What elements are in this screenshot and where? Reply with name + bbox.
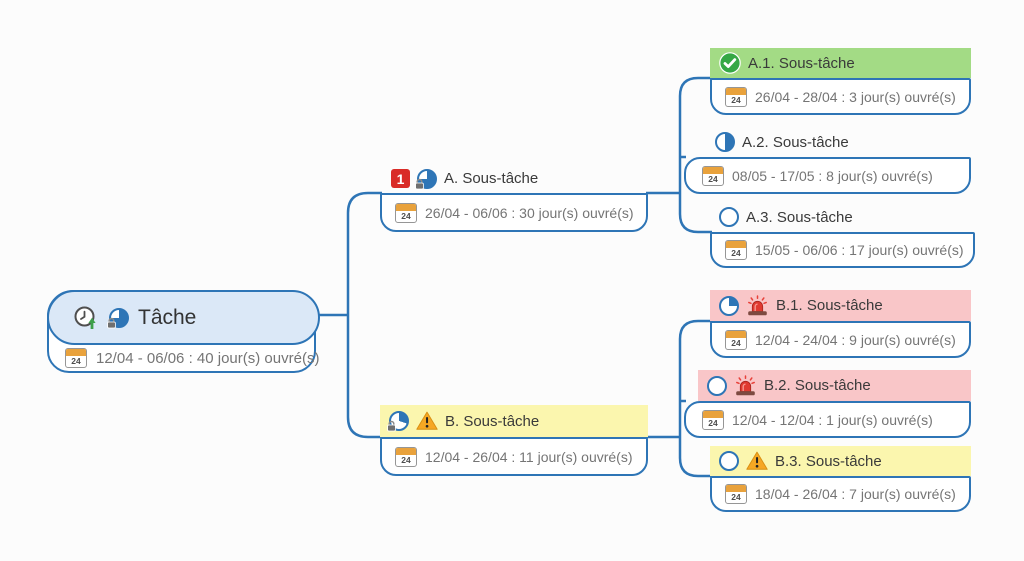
task-b1-date-label: 12/04 - 24/04 : 9 jour(s) ouvré(s) xyxy=(755,331,956,348)
task-b2-title-row[interactable]: B.2. Sous-tâche xyxy=(698,370,971,401)
task-a3-date-label: 15/05 - 06/06 : 17 jour(s) ouvré(s) xyxy=(755,242,964,258)
warning-icon[interactable] xyxy=(746,451,768,471)
root-task-title: Tâche xyxy=(138,305,197,329)
lock-icon xyxy=(387,420,396,432)
progress-50-icon[interactable] xyxy=(715,132,735,152)
calendar-header xyxy=(726,87,746,95)
connector-a-bracket xyxy=(678,76,712,234)
calendar-icon: 24 xyxy=(725,240,747,260)
calendar-header xyxy=(66,349,86,356)
task-a2-title: A.2. Sous-tâche xyxy=(742,133,849,151)
progress-0-icon[interactable] xyxy=(707,375,727,396)
connector-root-bracket xyxy=(346,191,382,439)
calendar-icon: 24 xyxy=(395,202,417,223)
task-b2-title: B.2. Sous-tâche xyxy=(764,377,871,394)
task-b3-title: B.3. Sous-tâche xyxy=(775,452,882,470)
task-b2-dates[interactable]: 24 12/04 - 12/04 : 1 jour(s) ouvré(s) xyxy=(684,401,971,438)
priority-1-icon[interactable]: 1 xyxy=(391,169,410,188)
task-b3-date-label: 18/04 - 26/04 : 7 jour(s) ouvré(s) xyxy=(755,486,956,502)
check-circle-icon[interactable] xyxy=(719,52,741,74)
calendar-day-label: 24 xyxy=(731,94,741,105)
task-a3-dates[interactable]: 24 15/05 - 06/06 : 17 jour(s) ouvré(s) xyxy=(710,232,975,268)
task-a-title: A. Sous-tâche xyxy=(444,170,539,187)
task-a1-dates[interactable]: 24 26/04 - 28/04 : 3 jour(s) ouvré(s) xyxy=(710,78,971,115)
task-a1-title-row[interactable]: A.1. Sous-tâche xyxy=(710,48,971,78)
task-a2-dates[interactable]: 24 08/05 - 17/05 : 8 jour(s) ouvré(s) xyxy=(684,157,971,194)
task-a3-title-row[interactable]: A.3. Sous-tâche xyxy=(710,202,973,232)
task-a1-date-label: 26/04 - 28/04 : 3 jour(s) ouvré(s) xyxy=(755,88,956,105)
progress-75-locked-icon[interactable] xyxy=(415,168,437,189)
task-b1-title: B.1. Sous-tâche xyxy=(776,297,883,314)
calendar-header xyxy=(396,447,416,455)
root-task-dates[interactable]: 24 12/04 - 06/06 : 40 jour(s) ouvré(s) xyxy=(49,345,319,371)
calendar-day-label: 24 xyxy=(708,417,718,428)
lock-icon xyxy=(415,178,424,189)
calendar-header xyxy=(396,203,416,211)
progress-0-icon[interactable] xyxy=(719,451,739,471)
calendar-day-label: 24 xyxy=(731,248,741,258)
task-b-date-label: 12/04 - 26/04 : 11 jour(s) ouvré(s) xyxy=(425,448,633,465)
task-b3-dates[interactable]: 24 18/04 - 26/04 : 7 jour(s) ouvré(s) xyxy=(710,476,971,512)
task-b-title-row[interactable]: B. Sous-tâche xyxy=(380,405,648,437)
task-a1-title: A.1. Sous-tâche xyxy=(748,54,855,72)
task-a-date-label: 26/04 - 06/06 : 30 jour(s) ouvré(s) xyxy=(425,204,634,221)
calendar-day-label: 24 xyxy=(71,356,81,366)
progress-75-locked-icon[interactable] xyxy=(107,307,129,328)
warning-icon[interactable] xyxy=(416,411,438,431)
siren-icon[interactable] xyxy=(734,375,757,396)
calendar-header xyxy=(703,410,723,418)
progress-30-locked-icon[interactable] xyxy=(387,411,409,432)
root-task-title-row[interactable]: Tâche xyxy=(47,290,320,345)
calendar-icon: 24 xyxy=(702,165,724,186)
calendar-header xyxy=(726,241,746,248)
lock-icon xyxy=(107,317,116,328)
calendar-day-label: 24 xyxy=(731,492,741,502)
task-b-dates[interactable]: 24 12/04 - 26/04 : 11 jour(s) ouvré(s) xyxy=(380,437,648,476)
siren-icon[interactable] xyxy=(746,295,769,316)
task-b2-date-label: 12/04 - 12/04 : 1 jour(s) ouvré(s) xyxy=(732,411,933,428)
task-a2-date-label: 08/05 - 17/05 : 8 jour(s) ouvré(s) xyxy=(732,167,933,184)
task-a2-title-row[interactable]: A.2. Sous-tâche xyxy=(706,127,970,157)
calendar-day-label: 24 xyxy=(401,210,411,221)
task-b1-title-row[interactable]: B.1. Sous-tâche xyxy=(710,290,971,321)
calendar-day-label: 24 xyxy=(731,337,741,348)
calendar-day-label: 24 xyxy=(708,173,718,184)
task-b-title: B. Sous-tâche xyxy=(445,412,540,430)
calendar-header xyxy=(703,166,723,174)
calendar-icon: 24 xyxy=(65,348,87,368)
root-task-date-label: 12/04 - 06/06 : 40 jour(s) ouvré(s) xyxy=(96,349,320,367)
progress-0-icon[interactable] xyxy=(719,207,739,227)
calendar-icon: 24 xyxy=(395,446,417,467)
calendar-icon: 24 xyxy=(725,329,747,350)
calendar-header xyxy=(726,330,746,338)
task-a-dates[interactable]: 24 26/04 - 06/06 : 30 jour(s) ouvré(s) xyxy=(380,193,648,232)
calendar-header xyxy=(726,485,746,492)
calendar-day-label: 24 xyxy=(401,454,411,465)
root-task-node[interactable]: Tâche 24 12/04 - 06/06 : 40 jour(s) ouvr… xyxy=(47,290,320,373)
calendar-icon: 24 xyxy=(702,409,724,430)
task-b1-dates[interactable]: 24 12/04 - 24/04 : 9 jour(s) ouvré(s) xyxy=(710,321,971,358)
progress-25-icon[interactable] xyxy=(719,295,739,316)
task-a-title-row[interactable]: 1 A. Sous-tâche xyxy=(382,164,646,193)
task-b3-title-row[interactable]: B.3. Sous-tâche xyxy=(710,446,971,476)
clock-rollup-icon[interactable] xyxy=(73,305,100,330)
calendar-icon: 24 xyxy=(725,484,747,504)
connector-b-bracket xyxy=(678,319,712,478)
task-a3-title: A.3. Sous-tâche xyxy=(746,208,853,226)
calendar-icon: 24 xyxy=(725,86,747,107)
